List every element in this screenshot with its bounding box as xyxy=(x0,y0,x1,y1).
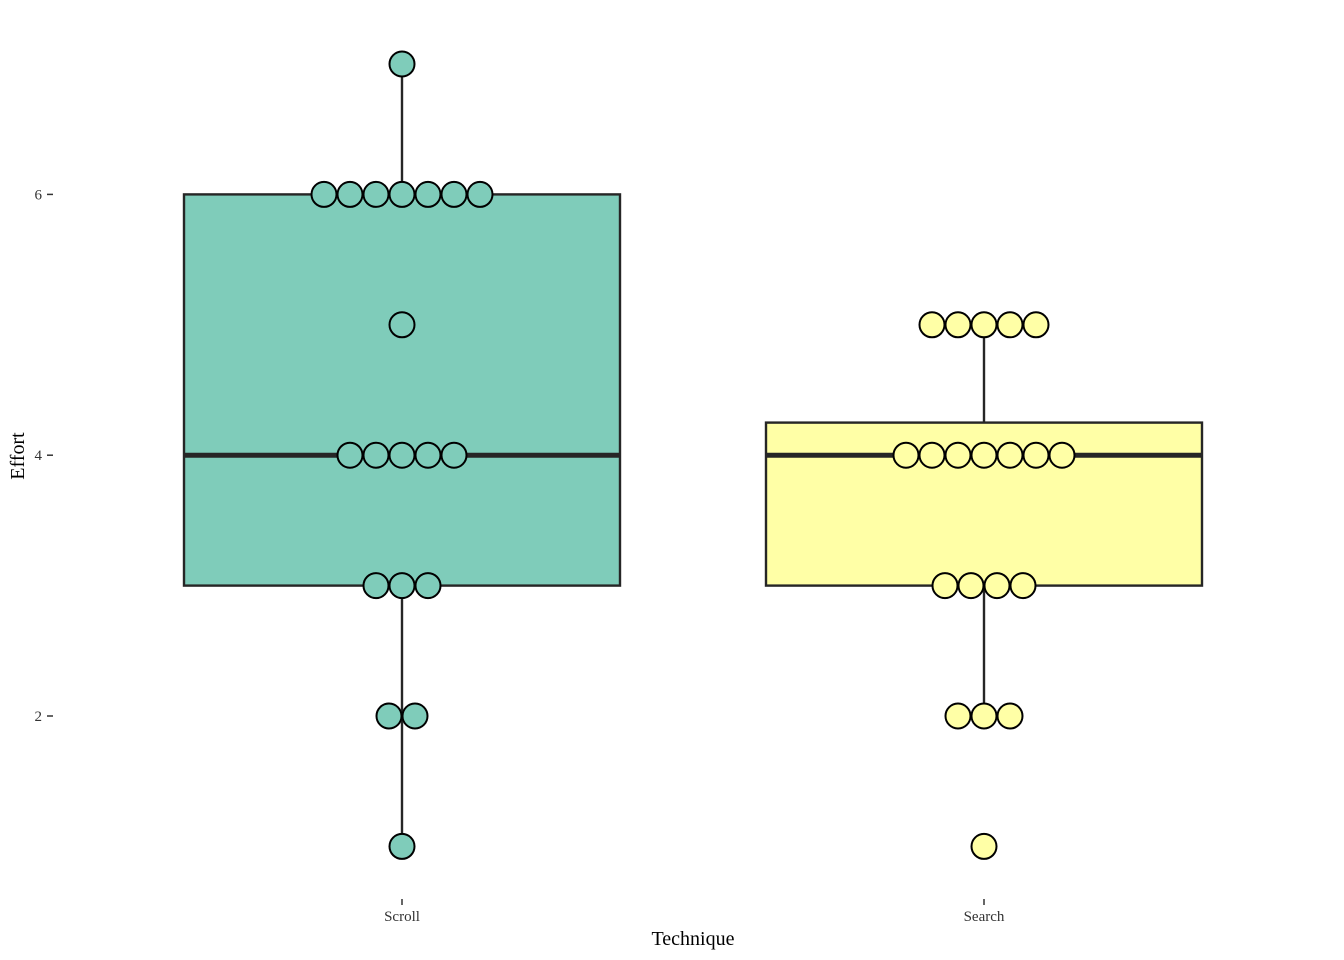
search-point xyxy=(944,441,972,469)
scroll-point xyxy=(388,572,416,600)
search-point xyxy=(970,441,998,469)
search-point xyxy=(983,572,1011,600)
search-point xyxy=(918,441,946,469)
scroll-point xyxy=(466,180,494,208)
search-point xyxy=(931,572,959,600)
search-point xyxy=(892,441,920,469)
scroll-point xyxy=(375,702,403,730)
y-axis: 2 4 6 xyxy=(35,187,53,725)
scroll-point xyxy=(388,832,416,860)
search-point xyxy=(996,311,1024,339)
scroll-point xyxy=(388,180,416,208)
search-point xyxy=(1022,311,1050,339)
scroll-point xyxy=(362,572,390,600)
y-tick-label: 4 xyxy=(35,448,43,464)
y-axis-title: Effort xyxy=(7,432,29,480)
search-point xyxy=(944,311,972,339)
search-point xyxy=(970,702,998,730)
x-axis-title: Technique xyxy=(651,928,734,950)
scroll-point xyxy=(310,180,338,208)
x-tick-label: Search xyxy=(964,909,1005,925)
search-point xyxy=(996,441,1024,469)
scroll-point xyxy=(388,50,416,78)
search-point xyxy=(918,311,946,339)
search-point xyxy=(996,702,1024,730)
scroll-point xyxy=(440,441,468,469)
scroll-point xyxy=(401,702,429,730)
scroll-point xyxy=(336,441,364,469)
scroll-point xyxy=(388,441,416,469)
y-tick-label: 6 xyxy=(35,187,43,203)
x-tick-label: Scroll xyxy=(384,909,420,925)
search-point xyxy=(944,702,972,730)
search-point xyxy=(970,311,998,339)
scroll-point xyxy=(336,180,364,208)
scroll-point xyxy=(388,311,416,339)
search-point xyxy=(957,572,985,600)
y-tick-label: 2 xyxy=(35,709,43,725)
scroll-point xyxy=(440,180,468,208)
search-point xyxy=(970,832,998,860)
scroll-point xyxy=(362,441,390,469)
scroll-box xyxy=(182,193,622,587)
search-point xyxy=(1009,572,1037,600)
boxes-layer xyxy=(182,64,1204,847)
search-point xyxy=(1022,441,1050,469)
scroll-point xyxy=(414,441,442,469)
scroll-point xyxy=(362,180,390,208)
scroll-point xyxy=(414,180,442,208)
points-layer xyxy=(310,50,1076,860)
scroll-point xyxy=(414,572,442,600)
x-axis: Scroll Search xyxy=(384,899,1005,925)
search-point xyxy=(1048,441,1076,469)
